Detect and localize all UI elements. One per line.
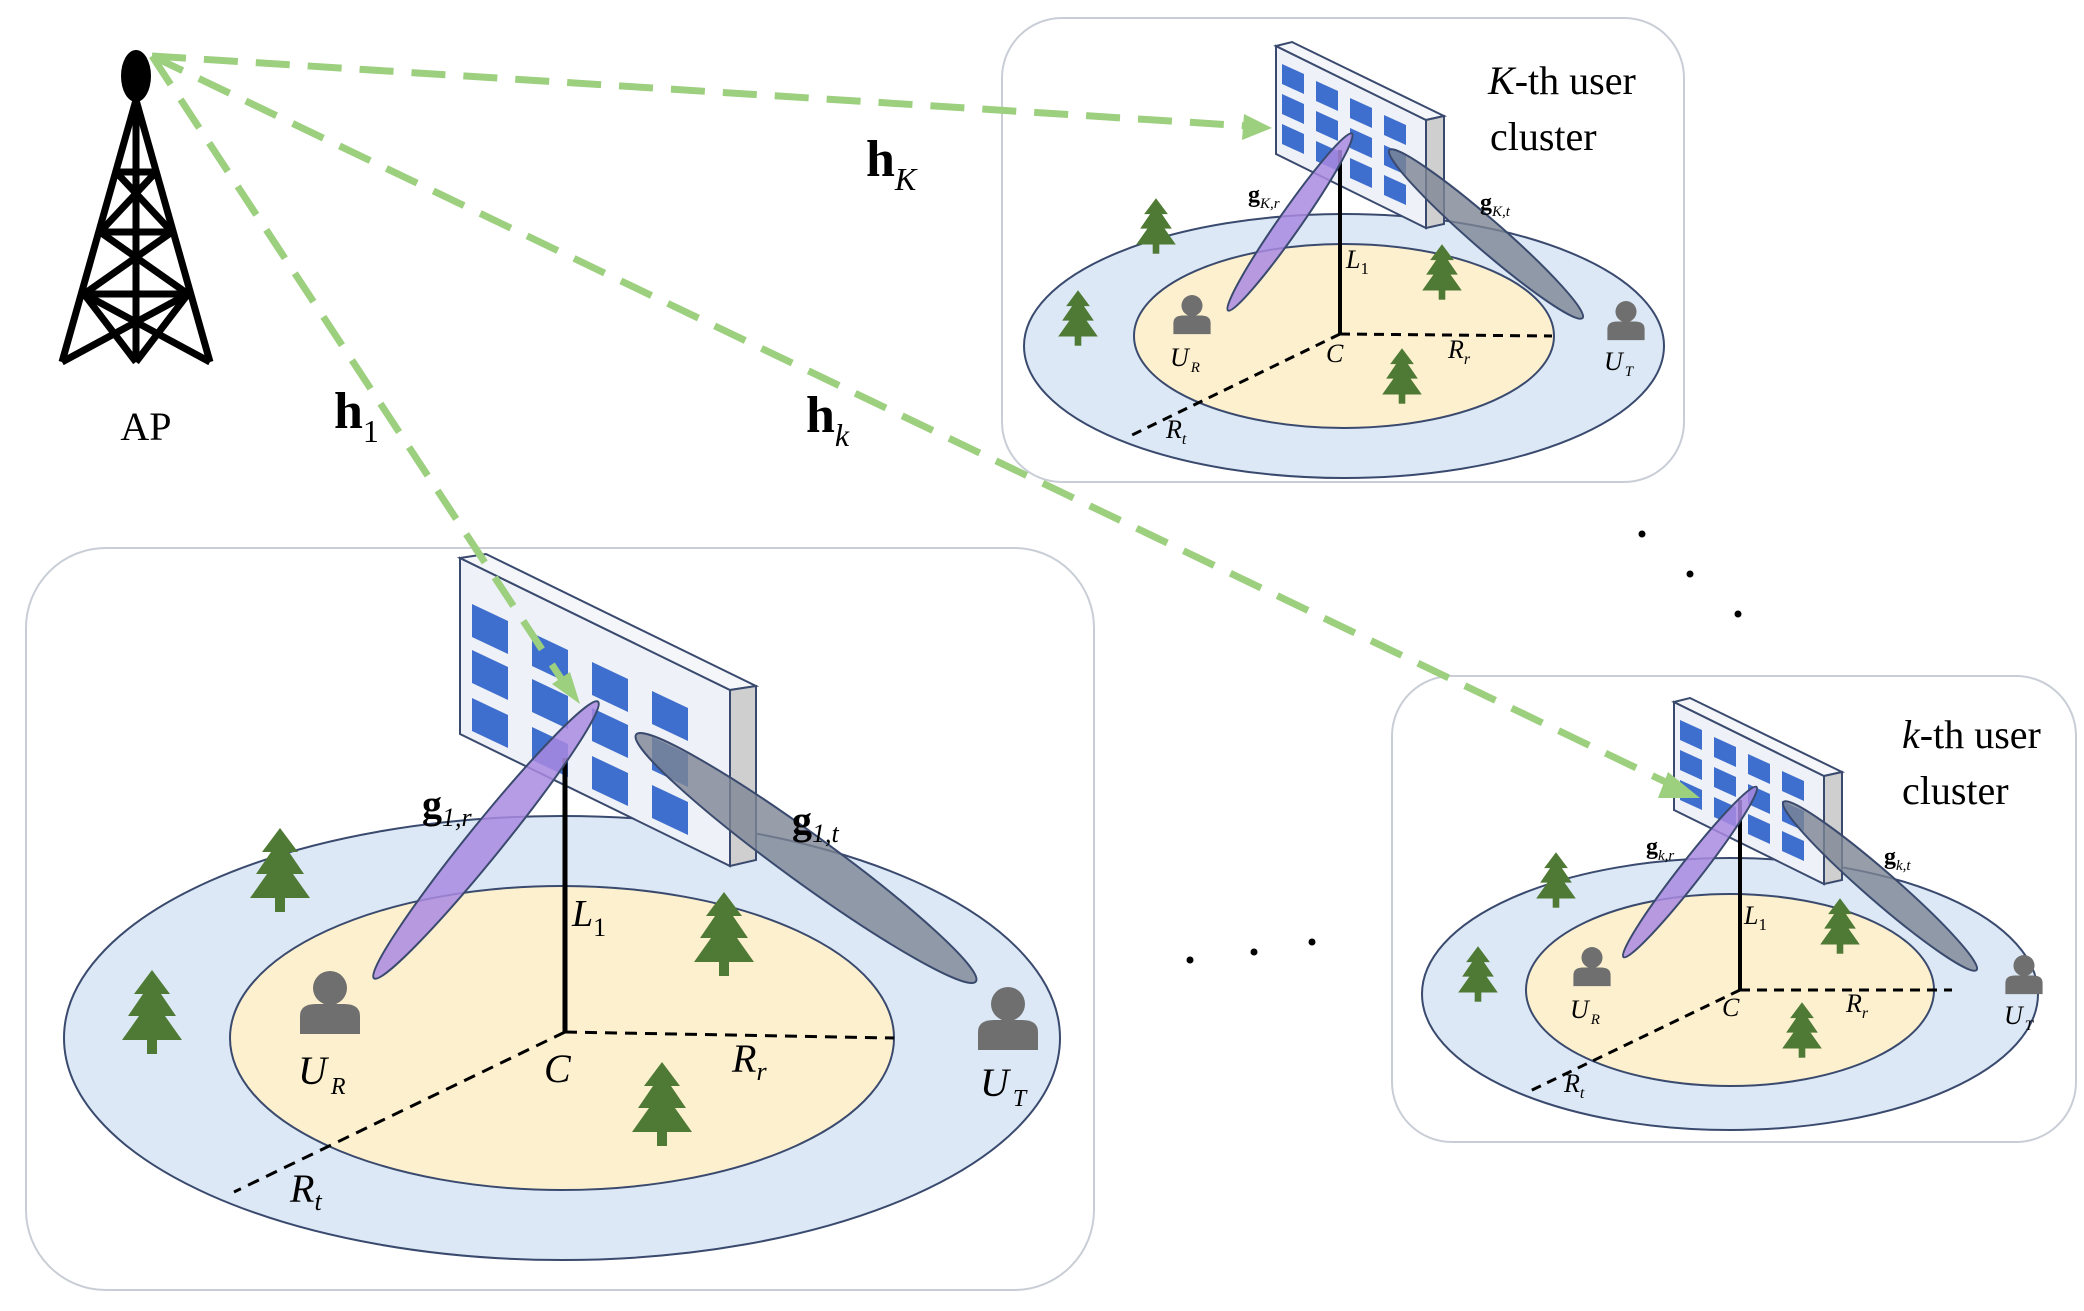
channel-h1-arrow [149,54,569,688]
C-label: C [1326,339,1344,368]
tower-icon [58,50,214,366]
Rr-label: Rr [1447,335,1471,368]
L1-label: L1 [1743,901,1767,934]
Rt-radius-line [1527,988,1741,1094]
gKr-label: gK,r [1248,182,1280,212]
Rt-label: Rt [1563,1069,1585,1102]
inner-disk [1525,893,1935,1087]
beam-receive [1621,785,1759,959]
arrowhead-hK [1242,114,1272,140]
cluster-K-title: K-th user [1487,58,1636,103]
cluster-k-title-line2: cluster [1902,768,2009,813]
Rr-radius-line [564,1030,895,1040]
beam-receive [372,700,600,980]
Rr-label: Rr [1845,989,1869,1022]
h1-label: h1 [334,383,379,449]
gkr-label: gk,r [1646,834,1674,864]
channel-arrowheads [552,114,1700,798]
channel-hK-arrow [151,52,1249,130]
Rt-label: Rt [1165,415,1187,448]
channel-hk-arrow [150,52,1676,790]
beam-receive [1226,132,1354,312]
hk-label: hk [806,387,850,453]
arrowhead-h1 [552,672,580,704]
g1r-label: g1,r [422,782,473,832]
Rt-radius-line [233,1030,566,1194]
beam-transmit [1387,148,1585,320]
beam-transmit [634,732,978,984]
ap-label: AP [120,404,171,449]
gKt-label: gK,t [1480,190,1511,220]
beam-transmit [1781,800,1979,972]
ap-tower: AP [58,50,214,449]
Rr-label: Rr [731,1036,767,1086]
cluster-k-title: k-th user [1902,712,2041,757]
Rt-label: Rt [289,1166,322,1216]
cluster-K-title-line2: cluster [1490,114,1597,159]
channel-arrows [149,52,1676,790]
ellipsis-dots-diagonal [1638,530,1742,618]
building-icon [456,552,760,868]
Rt-radius-line [1129,332,1341,438]
arrowhead-hk [1658,772,1700,798]
gkt-label: gk,t [1884,844,1911,874]
L1-label: L1 [571,893,606,942]
building-icon [1671,696,1846,886]
inner-disk [1133,243,1555,429]
L1-label: L1 [1345,245,1369,278]
Rr-radius-line [1339,332,1553,338]
C-label: C [1722,993,1740,1022]
C-label: C [544,1046,572,1091]
ellipsis-dots-horizontal [1186,938,1316,964]
g1t-label: g1,t [792,798,840,848]
hK-label: hK [866,131,918,197]
